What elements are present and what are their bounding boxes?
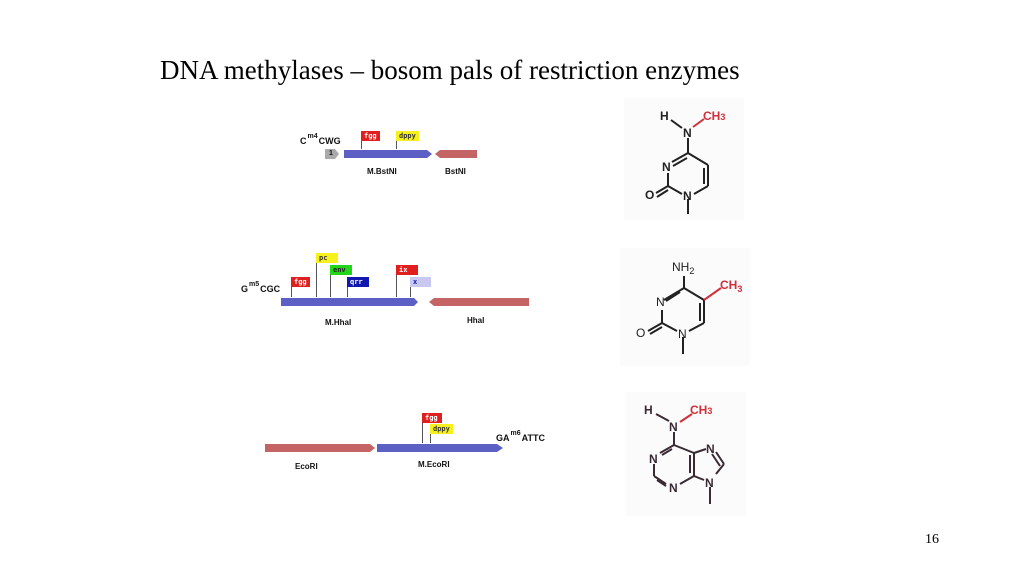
flag-pole bbox=[347, 277, 348, 297]
badge-label: 1 bbox=[329, 150, 333, 157]
atom-n-amine: N bbox=[669, 420, 678, 434]
atom-methyl: CH3 bbox=[690, 403, 712, 417]
flag-pole bbox=[410, 277, 411, 297]
molecule-n6-methyladenine: H N CH3 N N N N bbox=[626, 392, 746, 516]
atom-n3: N bbox=[656, 295, 665, 309]
enzyme-label: BstNI bbox=[445, 167, 466, 176]
flag-fgg: fgg bbox=[291, 277, 310, 287]
atom-n1: N bbox=[649, 452, 658, 466]
flag-dppy: dppy bbox=[430, 424, 453, 434]
flag-pc: pc bbox=[316, 253, 338, 263]
flag-x: x bbox=[410, 277, 431, 287]
site-mod: m6 bbox=[510, 430, 521, 437]
site-mod: m5 bbox=[249, 281, 260, 288]
restriction-gene-arrow bbox=[265, 444, 375, 452]
5-methylcytosine-structure: NH2 CH3 N O N bbox=[636, 260, 742, 354]
site-base: GA bbox=[496, 433, 510, 443]
methylase-label: M.EcoRI bbox=[418, 460, 450, 469]
atom-methyl: CH3 bbox=[703, 109, 725, 123]
flag-pole bbox=[330, 265, 331, 297]
molecule-5-methylcytosine: NH2 CH3 N O N bbox=[620, 248, 750, 366]
flag-qrr: qrr bbox=[347, 277, 369, 287]
site-rest: ATTC bbox=[521, 433, 545, 443]
n4-methylcytosine-structure: H N CH3 N O N bbox=[645, 109, 725, 214]
atom-amine: NH2 bbox=[672, 260, 694, 276]
atom-n7: N bbox=[706, 442, 715, 456]
flag-pole bbox=[316, 253, 317, 297]
atom-n-amine: N bbox=[683, 126, 692, 140]
methylase-gene-arrow bbox=[377, 444, 503, 452]
site-rest: CGC bbox=[260, 284, 281, 294]
flag-pole bbox=[396, 265, 397, 297]
badge-arrow-icon bbox=[325, 149, 339, 159]
molecule-n4-methylcytosine: H N CH3 N O N bbox=[624, 98, 744, 220]
flag-env: env bbox=[330, 265, 352, 275]
atom-h: H bbox=[660, 109, 669, 123]
restriction-gene-arrow bbox=[435, 150, 477, 158]
methylase-gene-arrow bbox=[281, 298, 418, 306]
flag-ix: ix bbox=[396, 265, 418, 275]
site-rest: CWG bbox=[318, 136, 341, 146]
site-base: G bbox=[241, 284, 249, 294]
atom-n1: N bbox=[683, 189, 692, 203]
recognition-site: Gm5CGC bbox=[241, 281, 280, 294]
atom-methyl: CH3 bbox=[720, 278, 742, 294]
site-mod: m4 bbox=[307, 133, 318, 140]
atom-o: O bbox=[645, 188, 654, 202]
site-base: C bbox=[300, 136, 307, 146]
enzyme-label: EcoRI bbox=[295, 462, 318, 471]
methylase-gene-arrow bbox=[344, 150, 432, 158]
atom-n1: N bbox=[678, 327, 687, 341]
slide-title: DNA methylases – bosom pals of restricti… bbox=[160, 55, 740, 85]
page-number: 16 bbox=[925, 532, 939, 547]
methylase-label: M.HhaI bbox=[325, 318, 352, 327]
flag-pole bbox=[291, 277, 292, 297]
flag-fgg: fgg bbox=[361, 131, 380, 141]
atom-n3: N bbox=[662, 160, 671, 174]
atom-n3: N bbox=[669, 481, 678, 495]
flag-dppy: dppy bbox=[396, 131, 419, 141]
n6-methyladenine-structure: H N CH3 N N N N bbox=[644, 403, 725, 504]
atom-h: H bbox=[644, 403, 653, 417]
recognition-site: Cm4CWG bbox=[300, 133, 341, 146]
flag-pole bbox=[422, 413, 423, 443]
methylase-label: M.BstNI bbox=[367, 167, 397, 176]
recognition-site: GAm6ATTC bbox=[496, 430, 545, 443]
flag-fgg: fgg bbox=[422, 413, 442, 423]
atom-o: O bbox=[636, 326, 645, 340]
atom-n9: N bbox=[705, 476, 714, 490]
restriction-gene-arrow bbox=[429, 298, 529, 306]
enzyme-label: HhaI bbox=[467, 316, 485, 325]
